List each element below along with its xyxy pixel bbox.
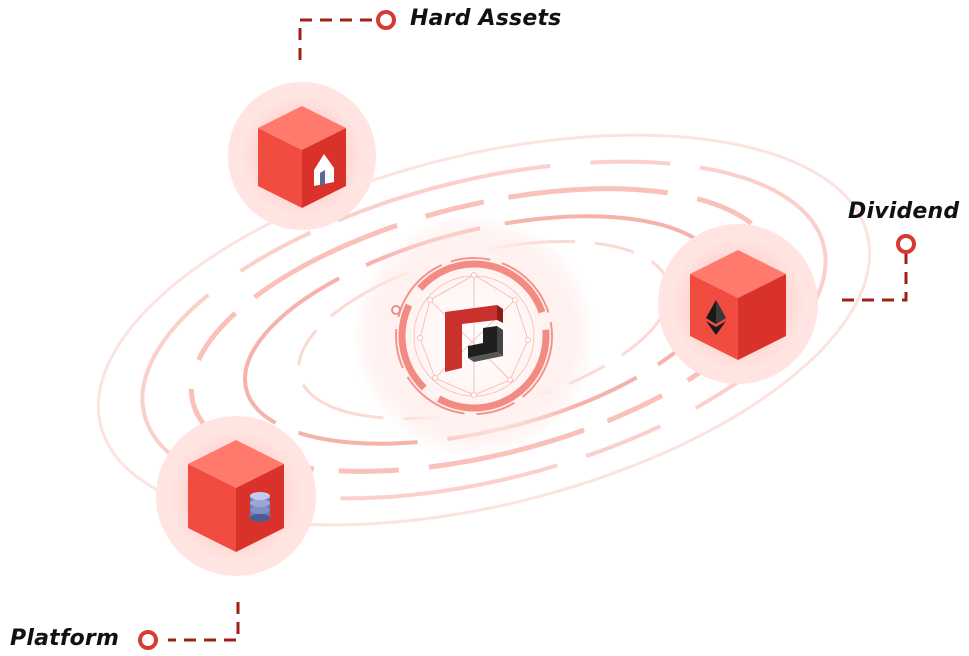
dividend-connector — [836, 252, 908, 302]
platform-label: Platform — [10, 626, 120, 651]
dividend-node — [658, 224, 818, 384]
hard-assets-connector — [298, 18, 376, 60]
network-mesh — [417, 272, 531, 398]
center-hub — [352, 214, 596, 458]
hard-assets-dot — [376, 10, 396, 30]
house-icon — [314, 154, 334, 186]
platform-connector — [168, 602, 240, 642]
hard-assets-node — [228, 82, 376, 230]
dividend-label: Dividend — [848, 199, 960, 224]
ethereum-icon — [706, 300, 726, 335]
platform-node — [156, 416, 316, 576]
connector-lines — [168, 18, 908, 642]
hard-assets-label: Hard Assets — [410, 6, 562, 31]
brand-logo — [445, 305, 503, 372]
connector-dots — [138, 10, 916, 650]
platform-dot — [138, 630, 158, 650]
dividend-dot — [896, 234, 916, 254]
database-icon — [250, 492, 270, 522]
